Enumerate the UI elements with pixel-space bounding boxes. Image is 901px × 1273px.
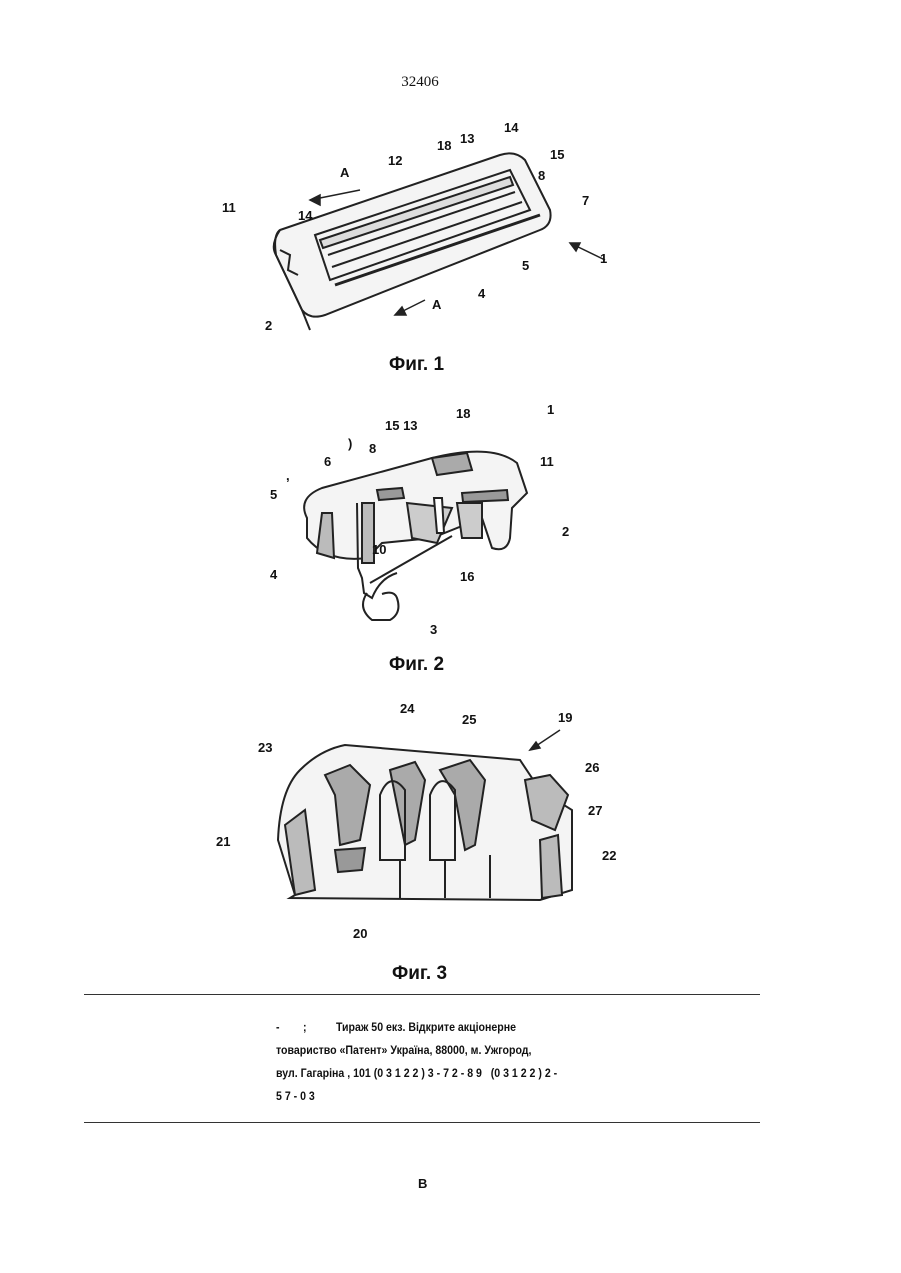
svg-text:18: 18 [437,138,451,153]
svg-text:8: 8 [538,168,545,183]
svg-text:23: 23 [258,740,272,755]
figure-1-svg: 11 14 A 12 18 13 14 15 8 7 5 4 A 2 1 [210,115,630,345]
svg-text:10: 10 [372,542,386,557]
svg-text:5: 5 [270,487,277,502]
svg-text:6: 6 [324,454,331,469]
imprint-block: - ; Тираж 50 екз. Відкрите акціонерне то… [276,1017,580,1109]
footer-letter: В [418,1176,427,1191]
imprint-line: - ; Тираж 50 екз. Відкрите акціонерне [276,1017,580,1040]
svg-text:25: 25 [462,712,476,727]
svg-text:4: 4 [478,286,486,301]
svg-text:15: 15 [550,147,564,162]
figure-3-caption: Фиг. 3 [392,963,447,985]
svg-text:A: A [340,165,350,180]
svg-text:5: 5 [522,258,529,273]
svg-text:3: 3 [430,622,437,637]
svg-text:15 13: 15 13 [385,418,418,433]
svg-text:11: 11 [540,454,554,469]
svg-text:22: 22 [602,848,616,863]
divider-top [84,994,760,995]
svg-text:1: 1 [547,402,554,417]
svg-text:12: 12 [388,153,402,168]
svg-text:18: 18 [456,406,470,421]
svg-text:14: 14 [298,208,313,223]
imprint-line: товариство «Патент» Україна, 88000, м. У… [276,1040,580,1063]
svg-text:21: 21 [216,834,230,849]
svg-text:24: 24 [400,701,415,716]
svg-text:11: 11 [222,200,236,215]
svg-text:): ) [348,436,352,451]
svg-text:1: 1 [600,251,607,266]
figure-3-svg: 23 24 25 19 26 27 21 22 20 [210,700,630,945]
svg-text:2: 2 [562,524,569,539]
svg-text:27: 27 [588,803,602,818]
figure-1-caption: Фиг. 1 [389,354,444,376]
figure-2-caption: Фиг. 2 [389,654,444,676]
svg-text:2: 2 [265,318,272,333]
svg-text:14: 14 [504,120,519,135]
svg-text:,: , [286,468,290,483]
svg-text:20: 20 [353,926,367,941]
svg-text:7: 7 [582,193,589,208]
figure-2-svg: 15 13 18 1 11 ) 8 6 , 5 2 10 16 4 3 [262,398,582,638]
svg-text:8: 8 [369,441,376,456]
svg-text:26: 26 [585,760,599,775]
figure-1-drawing: 11 14 A 12 18 13 14 15 8 7 5 4 A 2 1 [210,115,630,345]
page-number: 32406 [0,74,840,91]
svg-text:13: 13 [460,131,474,146]
svg-text:16: 16 [460,569,474,584]
svg-text:A: A [432,297,442,312]
imprint-line: вул. Гагаріна , 101 (0 3 1 2 2 ) 3 - 7 2… [276,1063,580,1086]
svg-text:19: 19 [558,710,572,725]
imprint-line: 5 7 - 0 3 [276,1086,580,1109]
figure-2-drawing: 15 13 18 1 11 ) 8 6 , 5 2 10 16 4 3 [262,398,582,638]
figure-3-drawing: 23 24 25 19 26 27 21 22 20 [210,700,630,945]
svg-text:4: 4 [270,567,278,582]
divider-bottom [84,1122,760,1123]
